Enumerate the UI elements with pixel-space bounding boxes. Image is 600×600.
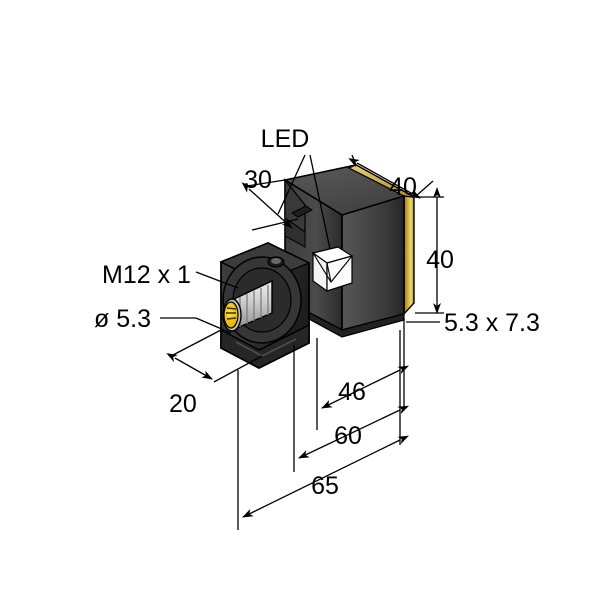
mounting-bracket-assembly <box>219 242 311 370</box>
label-thread: M12 x 1 <box>102 261 191 289</box>
label-height-right: 40 <box>426 246 454 274</box>
ext-line-40top-b <box>415 180 434 197</box>
leader-m12 <box>195 271 239 289</box>
label-length-46: 46 <box>338 378 366 406</box>
dim-line-65 <box>242 435 409 518</box>
led-indicator <box>311 246 354 293</box>
dimension-labels: LED 30 40 40 M12 x 1 ø 5.3 5.3 x 7.3 20 … <box>94 125 540 500</box>
led-right-face <box>326 255 353 292</box>
dim-line-46 <box>321 365 409 409</box>
label-bracket-offset: 20 <box>169 390 197 418</box>
label-width-top: 30 <box>244 166 272 194</box>
dim-line-20 <box>166 353 213 380</box>
leader-led-left <box>277 154 306 215</box>
label-length-60: 60 <box>334 422 362 450</box>
label-length-65: 65 <box>311 472 339 500</box>
connector-pin-slots <box>226 307 237 320</box>
ext-line-20-b <box>213 355 263 383</box>
connector-pin-insert <box>223 301 239 329</box>
sensing-face <box>403 195 415 316</box>
m12-connector <box>222 279 273 332</box>
label-depth-top: 40 <box>389 173 417 201</box>
ext-line-20-a <box>172 329 222 356</box>
dimension-lines <box>166 154 444 530</box>
dim-line-30 <box>241 182 293 229</box>
ext-line-40top-a <box>351 154 357 166</box>
label-hole-diameter: ø 5.3 <box>94 305 151 333</box>
label-led: LED <box>261 125 310 153</box>
leader-lines <box>160 154 440 334</box>
label-slot: 5.3 x 7.3 <box>444 309 540 337</box>
leader-led-right <box>309 154 331 250</box>
leader-diameter-angled <box>195 317 232 334</box>
bracket-mounting-hole-highlight <box>271 258 281 264</box>
bracket-foot <box>220 323 310 369</box>
body-top-notch <box>291 205 313 218</box>
led-facet-lines <box>312 252 353 283</box>
dim-line-40top <box>348 158 421 199</box>
